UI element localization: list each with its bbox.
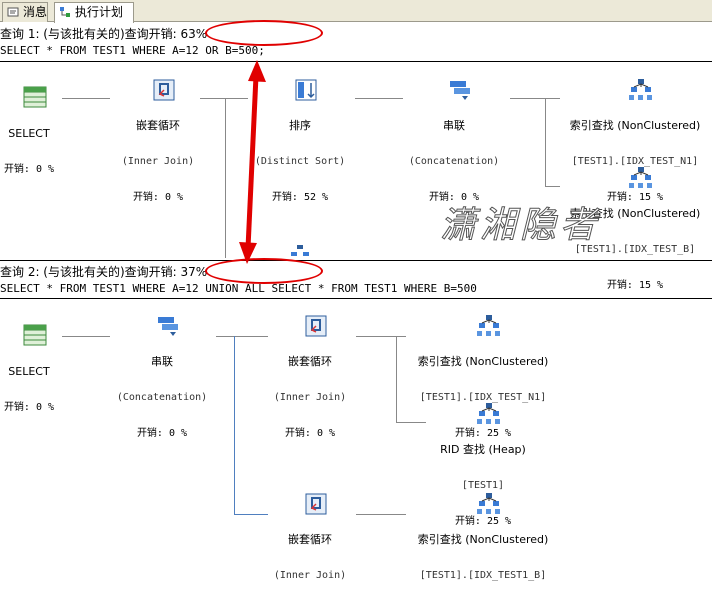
q2-seek1-sub: [TEST1].[IDX_TEST_N1] (419, 392, 547, 403)
cost-highlight-ellipse-2 (205, 258, 323, 284)
q2-nested2-sub: (Inner Join) (273, 570, 347, 581)
q1-nested-loop-node[interactable]: 嵌套循环 (Inner Join) 开销: 0 % (108, 66, 208, 216)
query1-divider (0, 61, 712, 62)
query1-header: 查询 1: (与该批有关的)查询开销: 63% (0, 27, 208, 41)
index-seek-icon (477, 493, 501, 514)
q1-index-seek2-node[interactable]: 索引查找 (NonClustered) [TEST1].[IDX_TEST_B]… (560, 154, 710, 304)
q2-nested2-title: 嵌套循环 (288, 533, 332, 546)
q2-index-seek2-node[interactable]: 索引查找 (NonClustered) [TEST1].[IDX_TEST1_B… (408, 480, 558, 594)
connector (356, 336, 406, 337)
select-icon (23, 324, 47, 346)
connector (396, 422, 426, 423)
connector (62, 98, 110, 99)
connector (356, 514, 406, 515)
query2-header: 查询 2: (与该批有关的)查询开销: 37% (0, 265, 208, 279)
connector (216, 336, 268, 337)
query2-divider (0, 298, 712, 299)
q1-nested-cost: 开销: 0 % (132, 192, 184, 203)
index-seek-icon (629, 167, 653, 188)
q2-nested-loop2-node[interactable]: 嵌套循环 (Inner Join) (260, 480, 360, 594)
q2-nested-loop1-node[interactable]: 嵌套循环 (Inner Join) 开销: 0 % (260, 302, 360, 452)
q2-select-node[interactable]: SELECT 开销: 0 % (0, 312, 58, 426)
tab-execution-plan[interactable]: 执行计划 (54, 2, 134, 23)
connector (396, 336, 397, 422)
q1-seek1-cost: 开销: 15 % (606, 192, 664, 203)
query1-sql: SELECT * FROM TEST1 WHERE A=12 OR B=500; (0, 44, 265, 57)
q1-sort-sub: (Distinct Sort) (254, 156, 346, 167)
q2-nested1-cost: 开销: 0 % (284, 428, 336, 439)
q2-nested1-sub: (Inner Join) (273, 392, 347, 403)
q2-seek1-title: 索引查找 (NonClustered) (417, 355, 549, 368)
q2-rid-sub: [TEST1] (461, 480, 505, 491)
connector (234, 336, 235, 514)
connector (545, 98, 546, 186)
q2-rid-lookup-node[interactable]: RID 查找 (Heap) [TEST1] 开销: 25 % (420, 390, 546, 540)
tab-messages[interactable]: 消息 (2, 2, 48, 22)
q1-select-title: SELECT (8, 127, 50, 140)
q2-concat-title: 串联 (151, 355, 173, 368)
q2-rid-title: RID 查找 (Heap) (440, 443, 526, 456)
q1-seek2-sub: [TEST1].[IDX_TEST_B] (574, 244, 696, 255)
sort-icon (295, 79, 317, 101)
q2-concat-cost: 开销: 0 % (136, 428, 188, 439)
query2-sql: SELECT * FROM TEST1 WHERE A=12 UNION ALL… (0, 282, 477, 295)
connector (234, 514, 268, 515)
nested-loops-icon (305, 315, 327, 337)
concatenation-icon (158, 317, 179, 336)
watermark: 潇湘隐者 (439, 205, 601, 247)
query-divider (0, 260, 712, 261)
connector (200, 98, 248, 99)
nested-loops-icon (153, 79, 175, 101)
index-seek-icon (629, 79, 653, 100)
q1-seek1-title: 索引查找 (NonClustered) (569, 119, 701, 132)
connector (62, 336, 110, 337)
q1-concat-sub: (Concatenation) (408, 156, 500, 167)
execution-plan-icon (60, 7, 70, 17)
q1-nested-sub: (Inner Join) (121, 156, 195, 167)
q2-index-seek1-node[interactable]: 索引查找 (NonClustered) [TEST1].[IDX_TEST_N1… (408, 302, 558, 452)
q2-seek2-title: 索引查找 (NonClustered) (417, 533, 549, 546)
connector (510, 98, 560, 99)
q2-select-title: SELECT (8, 365, 50, 378)
q1-concat-cost: 开销: 0 % (428, 192, 480, 203)
nested-loops-icon (305, 493, 327, 515)
tab-execution-plan-label: 执行计划 (75, 5, 124, 19)
q1-sort-cost: 开销: 52 % (271, 192, 329, 203)
partial-node-icon (291, 245, 309, 256)
q2-seek2-sub: [TEST1].[IDX_TEST1_B] (419, 570, 547, 581)
messages-icon (7, 7, 19, 17)
q1-sort-title: 排序 (289, 119, 311, 132)
rid-lookup-icon (477, 403, 501, 424)
concatenation-icon (450, 81, 471, 100)
q1-nested-title: 嵌套循环 (136, 119, 180, 132)
q1-seek2-cost: 开销: 15 % (606, 280, 664, 291)
q1-concat-title: 串联 (443, 119, 465, 132)
q1-select-cost: 开销: 0 % (3, 164, 55, 175)
q2-select-cost: 开销: 0 % (3, 402, 55, 413)
q2-rid-cost: 开销: 25 % (454, 516, 512, 527)
connector (225, 98, 226, 258)
select-icon (23, 86, 47, 108)
q1-concat-node[interactable]: 串联 (Concatenation) 开销: 0 % (404, 66, 504, 216)
q1-seek1-sub: [TEST1].[IDX_TEST_N1] (571, 156, 699, 167)
q2-nested1-title: 嵌套循环 (288, 355, 332, 368)
tab-messages-label: 消息 (23, 5, 48, 19)
cost-highlight-ellipse-1 (205, 20, 323, 46)
double-arrow-annotation (239, 60, 266, 264)
q2-seek1-cost: 开销: 25 % (454, 428, 512, 439)
q1-index-seek1-node[interactable]: 索引查找 (NonClustered) [TEST1].[IDX_TEST_N1… (560, 66, 710, 216)
index-seek-icon (477, 315, 501, 336)
q1-sort-node[interactable]: 排序 (Distinct Sort) 开销: 52 % (250, 66, 350, 216)
q2-concat-node[interactable]: 串联 (Concatenation) 开销: 0 % (112, 302, 212, 452)
q1-seek2-title: 索引查找 (NonClustered) (569, 207, 701, 220)
result-tab-bar: 消息 执行计划 (0, 0, 712, 23)
q2-concat-sub: (Concatenation) (116, 392, 208, 403)
connector (545, 186, 560, 187)
q1-select-node[interactable]: SELECT 开销: 0 % (0, 74, 58, 188)
connector (355, 98, 403, 99)
